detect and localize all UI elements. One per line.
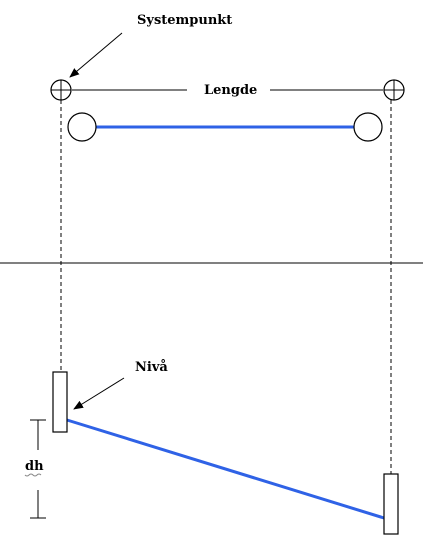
manhole-right-profile	[383, 473, 399, 535]
manhole-left-profile	[52, 371, 68, 433]
lengde-label: Lengde	[204, 83, 257, 98]
systempunkt-label: Systempunkt	[137, 13, 232, 28]
manhole-left-plan	[67, 112, 97, 142]
pipe-profile	[66, 418, 385, 520]
system-point-left-icon	[50, 79, 72, 101]
niva-label: Nivå	[135, 359, 168, 375]
systempunkt-arrow	[69, 32, 123, 78]
system-point-right-icon	[383, 79, 405, 101]
dh-underline	[24, 473, 42, 477]
manhole-right-plan	[353, 112, 383, 142]
dh-label: dh	[25, 459, 44, 474]
dh-dimension	[30, 419, 46, 519]
niva-arrow	[73, 377, 125, 410]
